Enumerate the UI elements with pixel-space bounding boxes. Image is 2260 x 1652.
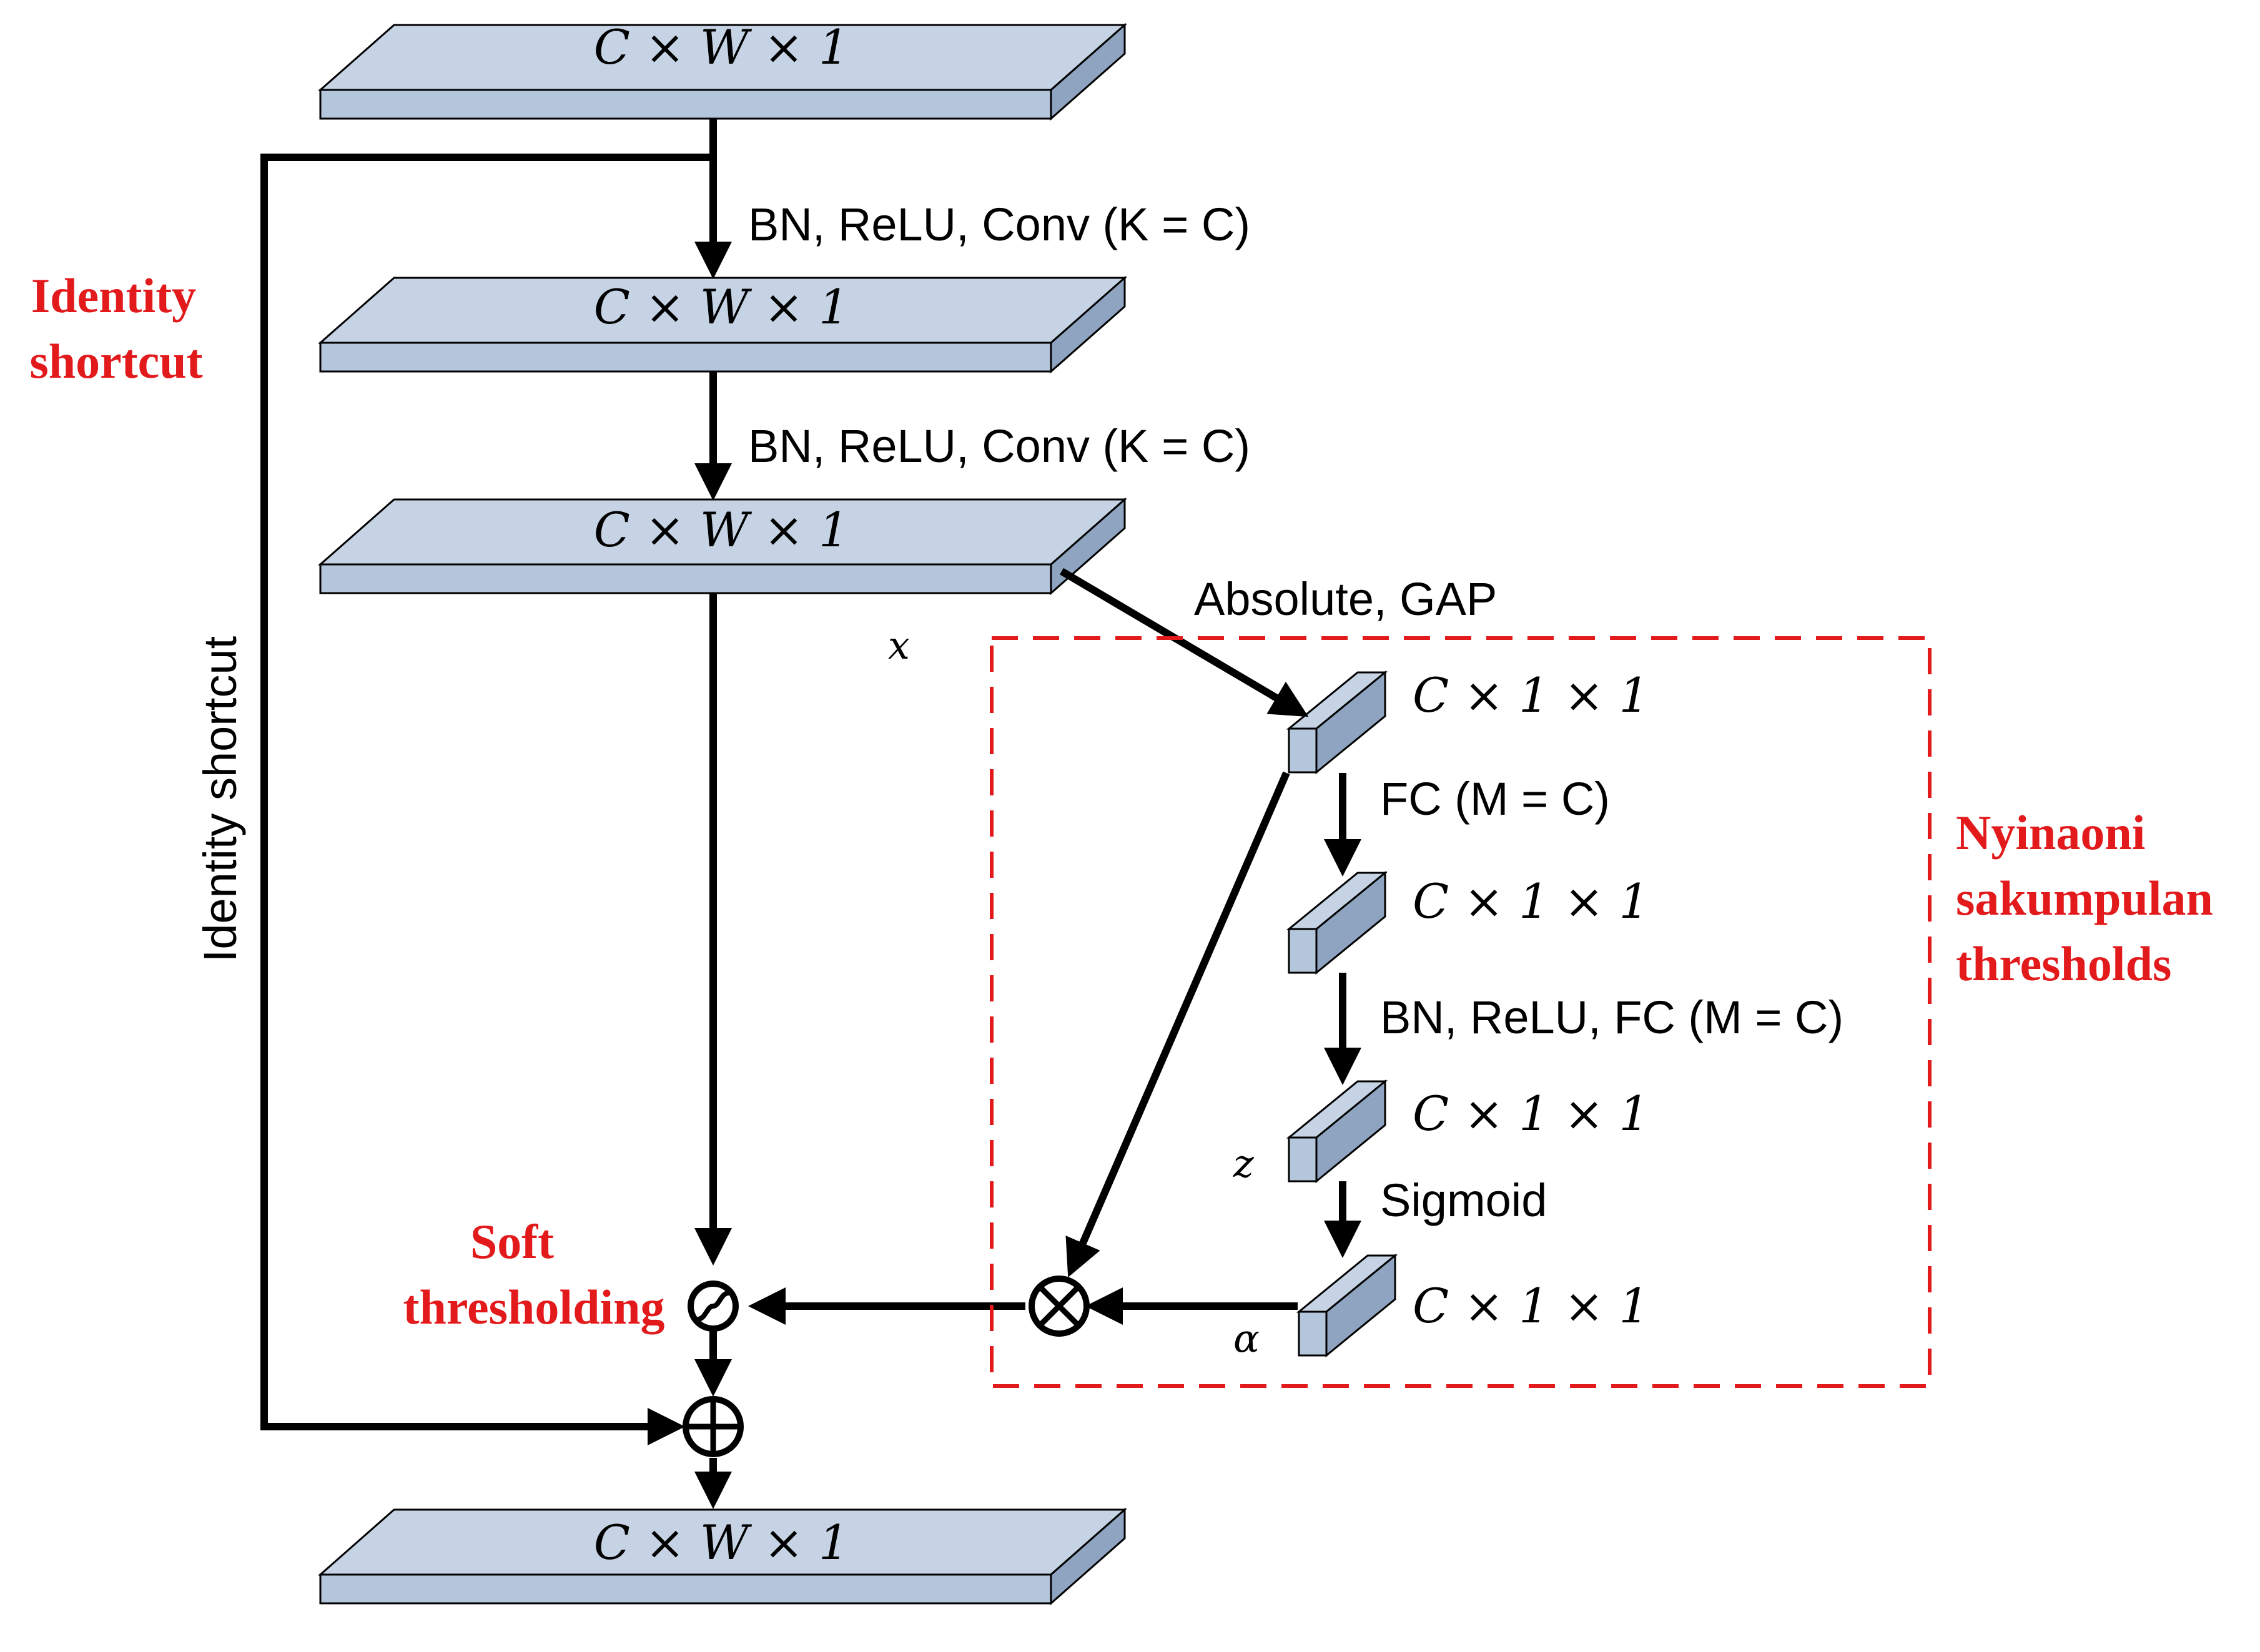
elementwise-add-node <box>683 1396 744 1457</box>
sigmoid-op-label: Sigmoid <box>1380 1174 1547 1226</box>
output-tensor-label: C × W × 1 <box>594 1515 849 1570</box>
sigmoid-tensor-block <box>1298 1254 1396 1357</box>
abs-gap-arrow <box>1059 568 1309 717</box>
soft-threshold-node <box>688 1281 739 1332</box>
conv2-tensor-label: C × W × 1 <box>594 502 849 558</box>
identity-shortcut-vertical-label: Identity shortcut <box>194 636 246 962</box>
gap-tensor-block <box>1288 671 1386 774</box>
identity-shortcut-annotation-line1: Identity <box>31 268 196 323</box>
gap-to-multiply-arrow <box>1065 771 1290 1278</box>
threshold-annotation-line1: Nyinaoni <box>1956 805 2145 860</box>
abs-gap-op-label: Absolute, GAP <box>1194 573 1497 625</box>
conv1-tensor-label: C × W × 1 <box>594 279 849 335</box>
var-alpha-label: α <box>1233 1315 1260 1361</box>
soft-thresholding-annotation-line2: thresholding <box>403 1280 664 1334</box>
fc2-op-label: BN, ReLU, FC (M = C) <box>1380 991 1843 1043</box>
identity-shortcut-annotation-line2: shortcut <box>29 334 202 388</box>
conv2-op-label: BN, ReLU, Conv (K = C) <box>748 420 1250 472</box>
input-tensor-label: C × W × 1 <box>594 19 849 75</box>
fc2-tensor-label: C × 1 × 1 <box>1413 1086 1649 1141</box>
fc1-tensor-label: C × 1 × 1 <box>1413 873 1649 929</box>
var-x-label: x <box>888 622 910 668</box>
conv1-op-label: BN, ReLU, Conv (K = C) <box>748 199 1250 250</box>
threshold-learning-region <box>990 636 1932 1388</box>
threshold-annotation-line2: sakumpulan <box>1956 871 2213 925</box>
fc2-tensor-block <box>1288 1080 1386 1182</box>
threshold-annotation-line3: thresholds <box>1956 937 2171 991</box>
sigmoid-tensor-label: C × 1 × 1 <box>1413 1278 1649 1334</box>
fc1-tensor-block <box>1288 872 1386 974</box>
gap-tensor-label: C × 1 × 1 <box>1413 667 1649 723</box>
elementwise-multiply-node <box>1029 1276 1090 1337</box>
var-z-label: z <box>1233 1141 1254 1186</box>
fc1-op-label: FC (M = C) <box>1380 773 1610 825</box>
soft-thresholding-annotation-line1: Soft <box>470 1214 554 1269</box>
identity-shortcut-path <box>260 154 713 1445</box>
